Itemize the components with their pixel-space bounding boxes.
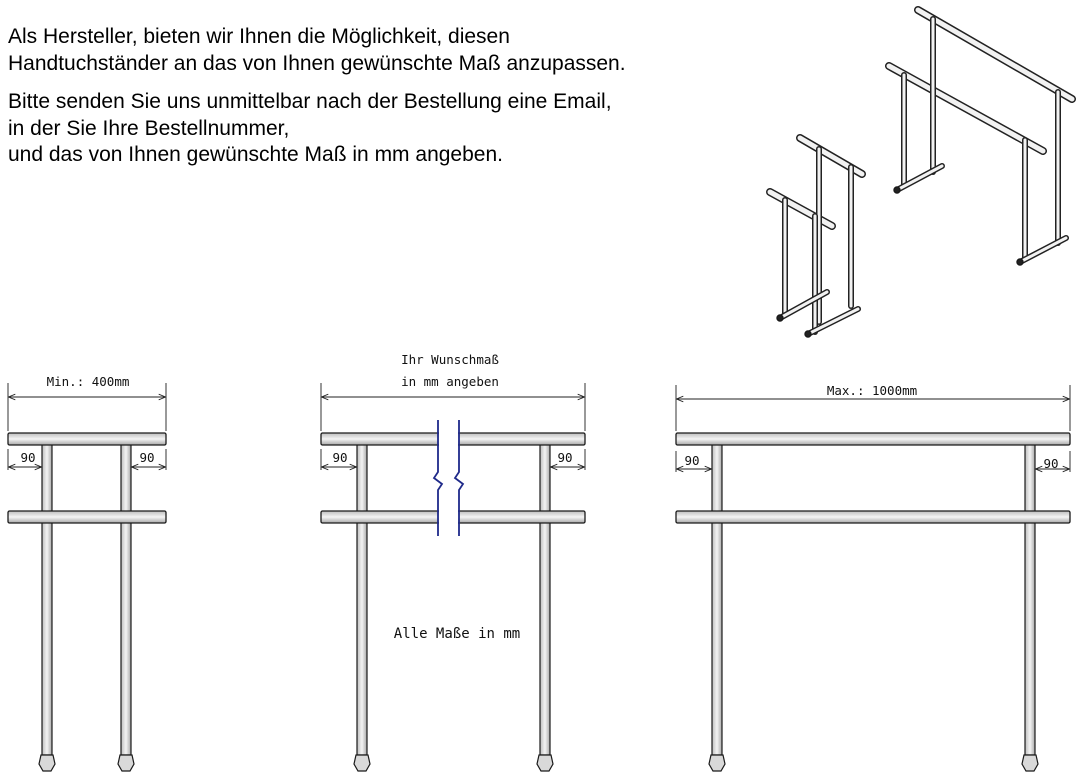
intro-paragraph-1: Als Hersteller, bieten wir Ihnen die Mög… <box>8 24 748 77</box>
post-tube <box>711 443 723 756</box>
min-right-offset-label: 90 <box>139 450 154 465</box>
min-width-label: Min.: 400mm <box>47 374 130 389</box>
intro-text: Als Hersteller, bieten wir Ihnen die Mög… <box>8 24 748 181</box>
custom-width-label-line2: in mm angeben <box>401 374 499 389</box>
max-right-offset-label: 90 <box>1043 456 1058 471</box>
min-view <box>7 383 167 772</box>
post-foot <box>1021 754 1039 772</box>
max-view <box>675 385 1071 772</box>
small-stand-sketch <box>766 134 866 338</box>
custom-view <box>320 383 586 772</box>
front-views <box>7 383 1071 772</box>
second-rail <box>7 510 167 524</box>
intro-line: Handtuchständer an das von Ihnen gewünsc… <box>8 51 626 75</box>
intro-line: und das von Ihnen gewünschte Maß in mm a… <box>8 143 503 166</box>
large-stand-sketch <box>885 6 1076 266</box>
intro-line: in der Sie Ihre Bestellnummer, <box>8 116 290 140</box>
post-tube <box>1024 443 1036 756</box>
post-tube <box>539 443 551 756</box>
isometric-stand-illustration <box>766 6 1076 338</box>
post-tube <box>356 443 368 756</box>
post-foot <box>536 754 554 772</box>
custom-right-offset-label: 90 <box>557 450 572 465</box>
post-tube <box>120 443 132 756</box>
custom-left-offset-label: 90 <box>332 450 347 465</box>
intro-line: Als Hersteller, bieten wir Ihnen die Mög… <box>8 25 510 48</box>
post-foot <box>708 754 726 772</box>
top-rail <box>7 432 167 446</box>
break-mark <box>453 420 465 536</box>
max-left-offset-label: 90 <box>684 453 699 468</box>
break-gap <box>439 430 458 528</box>
second-rail <box>675 510 1071 524</box>
top-rail <box>675 432 1071 446</box>
units-note: Alle Maße in mm <box>394 626 520 642</box>
post-foot <box>353 754 371 772</box>
post-foot <box>117 754 135 772</box>
post-foot <box>38 754 56 772</box>
max-width-label: Max.: 1000mm <box>827 383 917 398</box>
min-left-offset-label: 90 <box>20 450 35 465</box>
intro-paragraph-2: Bitte senden Sie uns unmittelbar nach de… <box>8 89 748 169</box>
post-tube <box>41 443 53 756</box>
break-mark <box>432 420 444 536</box>
intro-line: Bitte senden Sie uns unmittelbar nach de… <box>8 90 612 113</box>
custom-width-label-line1: Ihr Wunschmaß <box>401 352 499 367</box>
